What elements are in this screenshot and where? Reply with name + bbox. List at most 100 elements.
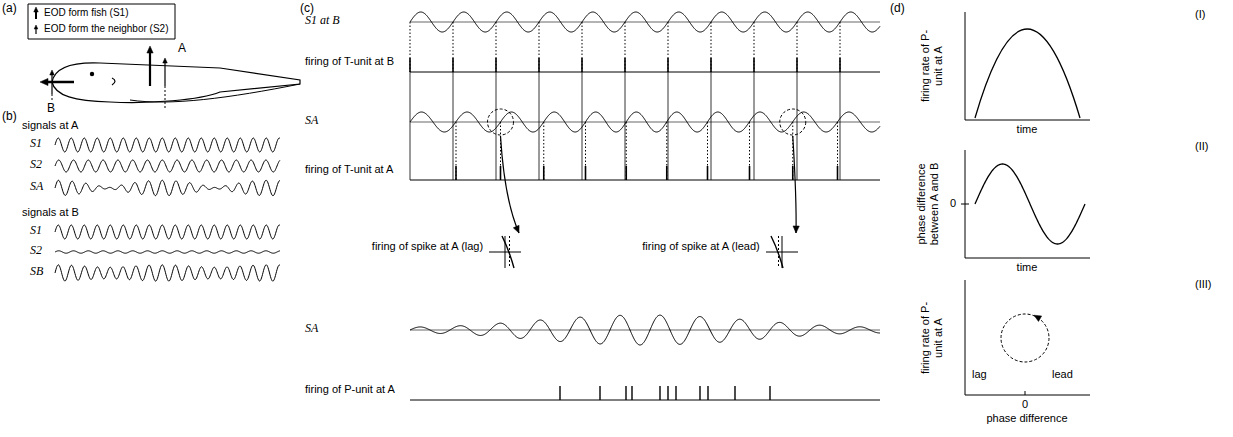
legend-text: EOD form fish (S1) <box>44 7 128 19</box>
zoom-arrow <box>793 136 796 233</box>
signal-wave <box>410 315 880 345</box>
spike <box>769 386 770 400</box>
zoom-dashed <box>509 236 510 268</box>
fish-eye <box>90 72 94 76</box>
timing-line <box>840 72 841 180</box>
plot-axes <box>965 150 1090 258</box>
group-label: signals at B <box>22 206 79 219</box>
phase-loop <box>1001 314 1049 362</box>
timing-dotted-line <box>543 122 544 180</box>
timing-dotted-line <box>749 122 750 180</box>
plot-number: (I) <box>1195 8 1205 21</box>
spike <box>796 58 798 72</box>
timing-dotted-line <box>410 22 411 72</box>
plot-axes <box>965 12 1090 120</box>
plot-axes <box>965 280 1090 395</box>
spike <box>543 166 545 180</box>
axis-label: phase difference <box>986 412 1067 425</box>
zoom-label: firing of spike at A (lag) <box>370 240 485 253</box>
axis-label: time <box>1017 123 1038 136</box>
spike <box>581 58 583 72</box>
zoom-dashed <box>778 236 779 268</box>
spike <box>659 386 660 400</box>
signal-name: SA <box>305 322 318 336</box>
plot-number: (III) <box>1195 278 1212 291</box>
eod-arrow-b-neighbor <box>51 74 52 94</box>
eod-arrow-b-head <box>40 78 48 85</box>
panel-letter: (b) <box>2 110 17 124</box>
timing-dotted-line <box>711 22 712 72</box>
timing-dotted-line <box>456 122 457 180</box>
signal-wave <box>55 138 280 152</box>
spike <box>710 58 712 72</box>
signal-name: S2 <box>30 158 42 172</box>
site-a-dash <box>165 86 166 108</box>
site-label: B <box>47 102 55 116</box>
spike <box>749 166 751 180</box>
signal-name: S2 <box>30 244 42 258</box>
midline <box>410 22 880 23</box>
spike <box>667 58 669 72</box>
axis-label: firing rate of P-unit at A <box>919 26 944 106</box>
timing-line <box>410 72 411 180</box>
tick-label: 0 <box>1022 398 1028 411</box>
eod-arrow-a <box>149 52 151 86</box>
timing-dotted-line <box>666 122 667 180</box>
zoom-curve <box>771 236 783 268</box>
signal-wave <box>55 265 280 281</box>
timing-dotted-line <box>453 22 454 72</box>
axis-label: phase difference between A and B <box>915 154 940 254</box>
spike <box>666 166 668 180</box>
spike <box>792 166 794 180</box>
zoom-label: firing of spike at A (lead) <box>642 240 760 253</box>
timing-dotted-line <box>539 22 540 72</box>
spike <box>699 386 700 400</box>
eod-arrow-a-neighbor <box>164 62 165 86</box>
spike <box>667 386 668 400</box>
spike <box>707 166 709 180</box>
timing-dotted-line <box>840 22 841 72</box>
spike-baseline <box>410 400 880 401</box>
rate-curve <box>975 29 1080 118</box>
timing-dotted-line <box>500 122 501 180</box>
zoom-curve <box>502 236 514 268</box>
spike <box>624 58 626 72</box>
spike <box>625 166 627 180</box>
timing-dotted-line <box>754 22 755 72</box>
site-label: A <box>178 42 186 56</box>
panel-letter: (d) <box>890 2 905 16</box>
spike <box>599 386 600 400</box>
timing-line <box>668 72 669 180</box>
timing-dotted-line <box>837 122 838 180</box>
spike <box>631 386 632 400</box>
spike <box>734 386 735 400</box>
timing-line <box>539 72 540 180</box>
timing-line <box>625 72 626 180</box>
signal-wave <box>55 225 280 239</box>
timing-line <box>496 72 497 180</box>
signal-name: SA <box>30 180 43 194</box>
panel-letter: (a) <box>2 2 17 16</box>
zoom-arrow <box>501 136 520 233</box>
timing-dotted-line <box>585 122 586 180</box>
trace-label: firing of P-unit at A <box>305 383 395 396</box>
group-label: signals at A <box>22 119 78 132</box>
signal-wave <box>410 12 880 32</box>
signal-name: SB <box>30 265 43 279</box>
signal-name: SA <box>305 114 318 128</box>
timing-line <box>754 72 755 180</box>
spike <box>837 166 839 180</box>
timing-line <box>711 72 712 180</box>
region-label: lag <box>972 368 987 381</box>
spike <box>585 166 587 180</box>
tick-label: 0 <box>950 197 956 210</box>
zoom-arrow-head <box>793 226 799 233</box>
trace-label: firing of T-unit at A <box>305 163 393 176</box>
spike <box>753 58 755 72</box>
eod-arrow-b <box>46 81 74 84</box>
spike <box>559 386 560 400</box>
zero-tick <box>1025 391 1026 395</box>
timing-dotted-line <box>496 22 497 72</box>
